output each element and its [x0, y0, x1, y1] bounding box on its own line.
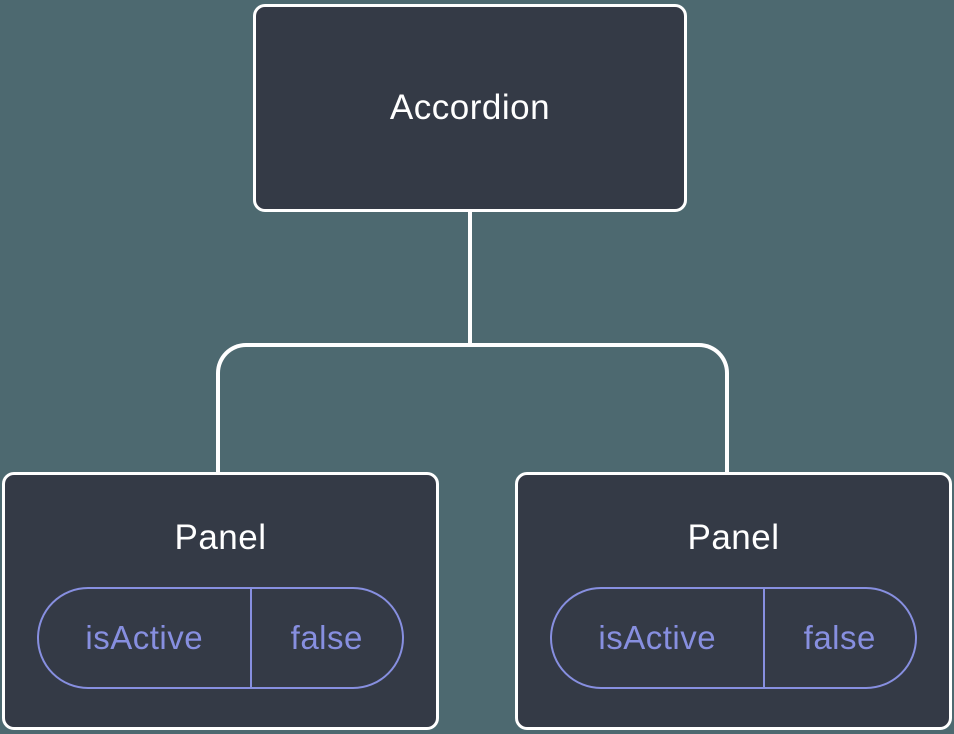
- state-name-right: isActive: [552, 588, 765, 687]
- state-value-left: false: [290, 618, 363, 656]
- panel-right-label: Panel: [687, 518, 780, 558]
- accordion-node: Accordion: [253, 4, 687, 212]
- panel-left-label: Panel: [174, 518, 267, 558]
- connector-branch: [216, 343, 729, 474]
- state-name-left: isActive: [39, 588, 252, 687]
- panel-node-right: Panel isActive false: [515, 472, 952, 730]
- panel-node-left: Panel isActive false: [2, 472, 439, 730]
- state-pill-left: isActive false: [37, 586, 404, 689]
- connector-stem: [468, 212, 472, 347]
- state-value-right: false: [803, 618, 876, 656]
- accordion-node-label: Accordion: [389, 87, 551, 127]
- state-pill-right: isActive false: [550, 586, 917, 689]
